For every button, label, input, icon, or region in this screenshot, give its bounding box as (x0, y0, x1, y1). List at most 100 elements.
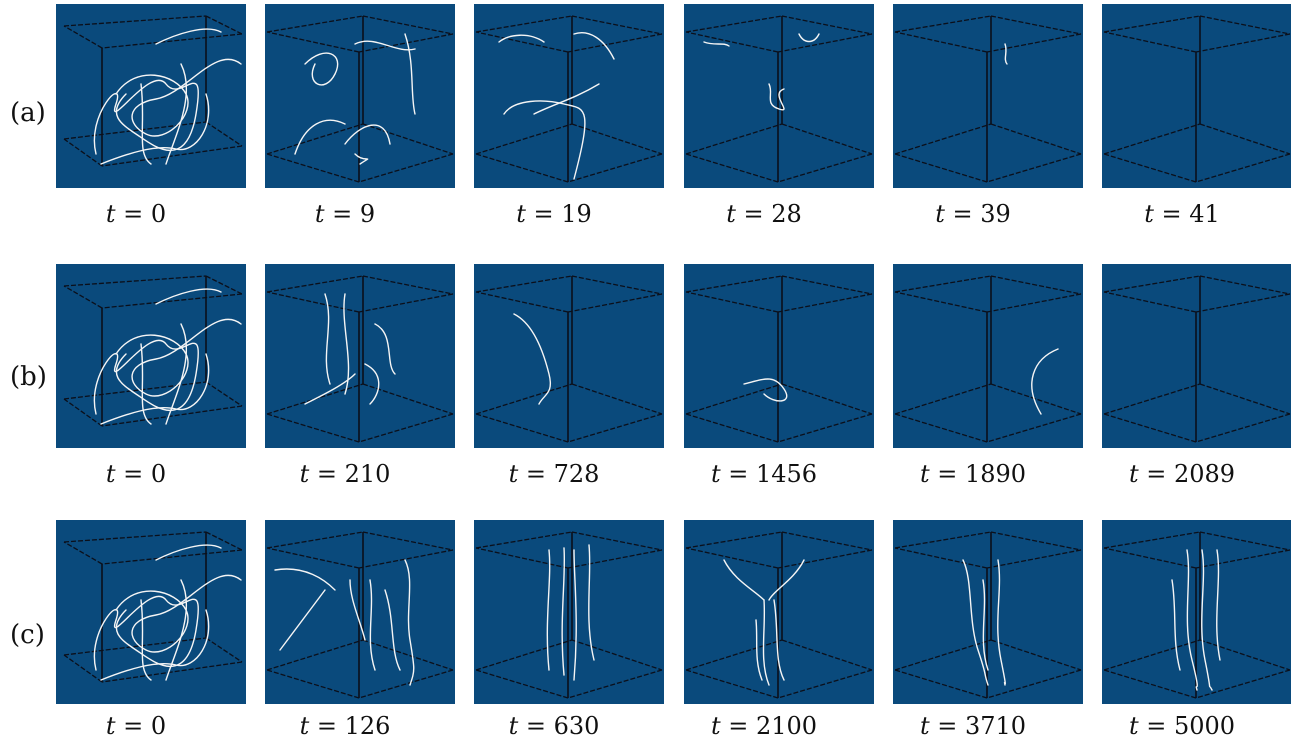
panel-c-1 (56, 520, 246, 704)
caption-c-1: t = 0 (41, 712, 231, 740)
caption-value: 5000 (1174, 712, 1235, 740)
caption-a-3: t = 19 (459, 200, 649, 228)
panel-b-6 (1102, 264, 1291, 448)
caption-var: t (315, 200, 325, 228)
caption-value: 2089 (1174, 460, 1235, 488)
caption-var: t (509, 460, 519, 488)
caption-var: t (106, 460, 116, 488)
caption-var: t (920, 712, 930, 740)
panel-a-3 (474, 4, 664, 188)
simulation-panel-figure (265, 520, 455, 704)
caption-a-2: t = 9 (250, 200, 440, 228)
caption-b-2: t = 210 (250, 460, 440, 488)
panel-a-4 (684, 4, 874, 188)
caption-eq: = (930, 712, 965, 740)
panel-a-2 (265, 4, 455, 188)
caption-eq: = (116, 712, 151, 740)
caption-var: t (1129, 460, 1139, 488)
caption-eq: = (1154, 200, 1189, 228)
panel-background (56, 4, 246, 188)
simulation-panel-figure (893, 4, 1083, 188)
caption-var: t (711, 712, 721, 740)
caption-c-4: t = 2100 (669, 712, 859, 740)
caption-a-1: t = 0 (41, 200, 231, 228)
panel-background (893, 264, 1083, 448)
panel-c-6 (1102, 520, 1291, 704)
caption-value: 39 (980, 200, 1011, 228)
caption-var: t (300, 712, 310, 740)
panel-a-5 (893, 4, 1083, 188)
simulation-panel-figure (474, 4, 664, 188)
caption-value: 0 (151, 460, 166, 488)
caption-var: t (1144, 200, 1154, 228)
caption-var: t (920, 460, 930, 488)
caption-eq: = (325, 200, 360, 228)
simulation-panel-figure (684, 4, 874, 188)
row-label-c: (c) (10, 620, 45, 650)
caption-var: t (935, 200, 945, 228)
panel-background (474, 4, 664, 188)
simulation-panel-figure (474, 264, 664, 448)
caption-b-1: t = 0 (41, 460, 231, 488)
caption-eq: = (1139, 712, 1174, 740)
caption-b-6: t = 2089 (1087, 460, 1277, 488)
caption-value: 210 (345, 460, 391, 488)
simulation-panel-figure (684, 520, 874, 704)
row-label-b: (b) (10, 362, 47, 392)
caption-eq: = (945, 200, 980, 228)
simulation-panel-figure (684, 264, 874, 448)
caption-a-4: t = 28 (669, 200, 859, 228)
caption-a-6: t = 41 (1087, 200, 1277, 228)
panel-background (893, 4, 1083, 188)
panel-c-3 (474, 520, 664, 704)
caption-value: 0 (151, 200, 166, 228)
simulation-panel-figure (474, 520, 664, 704)
simulation-panel-figure (56, 520, 246, 704)
panel-background (893, 520, 1083, 704)
caption-eq: = (526, 200, 561, 228)
caption-var: t (106, 200, 116, 228)
caption-c-3: t = 630 (459, 712, 649, 740)
caption-eq: = (736, 200, 771, 228)
simulation-panel-figure (893, 264, 1083, 448)
caption-value: 41 (1189, 200, 1220, 228)
panel-c-2 (265, 520, 455, 704)
simulation-panel-figure (1102, 4, 1291, 188)
simulation-panel-figure (265, 4, 455, 188)
caption-eq: = (518, 712, 553, 740)
caption-eq: = (518, 460, 553, 488)
simulation-panel-figure (56, 4, 246, 188)
caption-value: 1890 (965, 460, 1026, 488)
panel-a-6 (1102, 4, 1291, 188)
caption-c-5: t = 3710 (878, 712, 1068, 740)
caption-b-4: t = 1456 (669, 460, 859, 488)
panel-background (474, 520, 664, 704)
caption-b-3: t = 728 (459, 460, 649, 488)
caption-eq: = (309, 460, 344, 488)
row-label-a: (a) (10, 98, 46, 128)
panel-b-3 (474, 264, 664, 448)
caption-value: 9 (360, 200, 375, 228)
caption-eq: = (1139, 460, 1174, 488)
caption-value: 728 (554, 460, 600, 488)
caption-c-2: t = 126 (250, 712, 440, 740)
caption-value: 19 (561, 200, 592, 228)
panel-background (265, 264, 455, 448)
caption-eq: = (721, 712, 756, 740)
panel-background (265, 4, 455, 188)
caption-eq: = (116, 460, 151, 488)
caption-eq: = (721, 460, 756, 488)
simulation-panel-figure (893, 520, 1083, 704)
panel-background (684, 520, 874, 704)
caption-value: 3710 (965, 712, 1026, 740)
caption-c-6: t = 5000 (1087, 712, 1277, 740)
caption-var: t (711, 460, 721, 488)
caption-value: 0 (151, 712, 166, 740)
caption-var: t (516, 200, 526, 228)
panel-c-5 (893, 520, 1083, 704)
caption-var: t (300, 460, 310, 488)
caption-b-5: t = 1890 (878, 460, 1068, 488)
panel-background (56, 264, 246, 448)
simulation-panel-figure (265, 264, 455, 448)
caption-eq: = (116, 200, 151, 228)
